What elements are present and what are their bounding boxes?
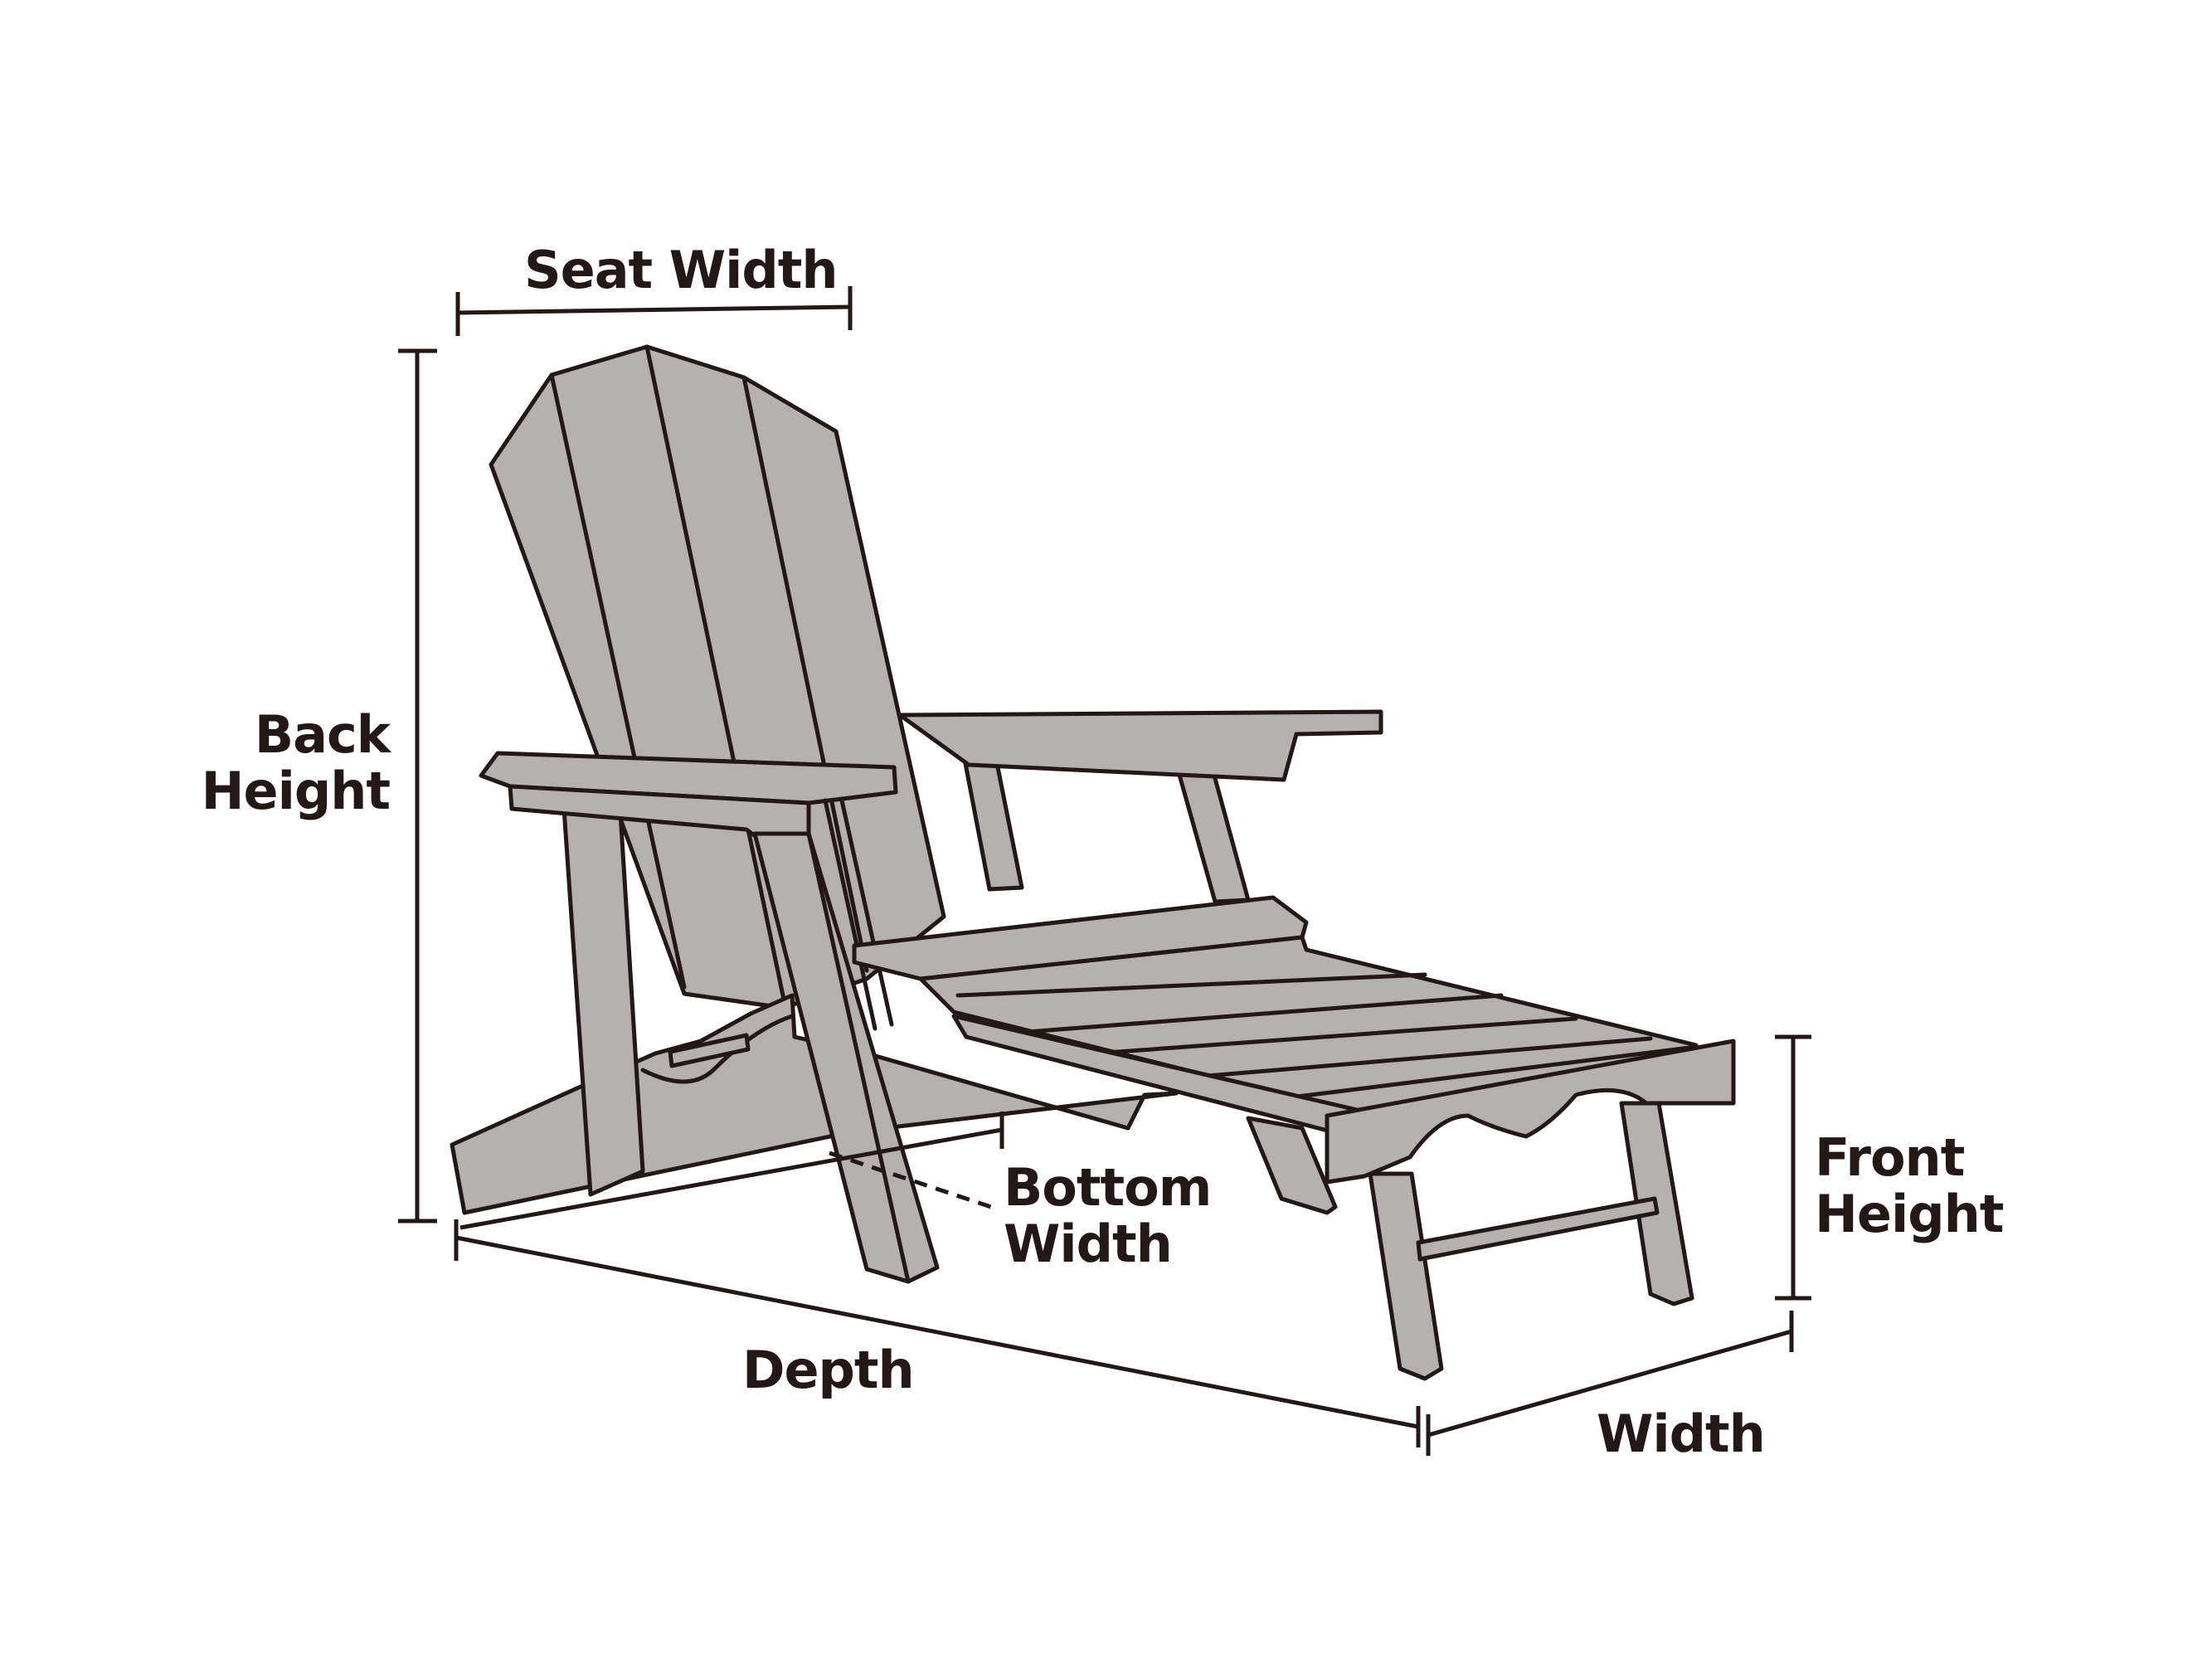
bottom-width-line-1: Bottom bbox=[1004, 1157, 1212, 1218]
footrest-slat-line-2 bbox=[1014, 993, 1504, 1035]
bottom-width-leader bbox=[829, 1151, 992, 1209]
footrest-slat-line-3 bbox=[1092, 1016, 1578, 1056]
far-armrest bbox=[897, 709, 1383, 782]
bottom-width-dimension bbox=[459, 1112, 1004, 1230]
width-text: Width bbox=[1597, 1404, 1766, 1464]
width-label: Width bbox=[1597, 1404, 1766, 1464]
front-height-dimension bbox=[1775, 1034, 1811, 1301]
depth-dimension bbox=[454, 1219, 1421, 1447]
near-armrest-group bbox=[479, 751, 898, 844]
backrest-front-edge-b bbox=[839, 798, 894, 1027]
backrest-front-edge-a bbox=[823, 798, 878, 1031]
width-dimension bbox=[1426, 1311, 1794, 1456]
back-height-dimension bbox=[398, 348, 437, 1224]
rear-leg-edge bbox=[806, 831, 911, 1284]
footrest-near-leg bbox=[1368, 1171, 1444, 1381]
depth-text: Depth bbox=[742, 1340, 915, 1400]
back-height-line-2: Height bbox=[201, 761, 391, 821]
back-height-line-1: Back bbox=[254, 704, 391, 765]
footrest-slat-line-4 bbox=[1175, 1036, 1653, 1081]
backrest-slat-line-2 bbox=[644, 344, 786, 1002]
backrest-slat-line-3 bbox=[741, 375, 869, 973]
backrest-slat-line-1 bbox=[549, 372, 687, 990]
front-height-line-1: Front bbox=[1815, 1127, 1965, 1188]
front-height-label: Front Height bbox=[1815, 1127, 2004, 1244]
seat-width-dimension bbox=[455, 286, 853, 336]
footrest-slat-line-5 bbox=[1275, 1044, 1699, 1102]
depth-label: Depth bbox=[742, 1340, 915, 1400]
back-height-label: Back Height bbox=[191, 704, 391, 821]
bottom-width-label: Bottom Width bbox=[1004, 1157, 1212, 1274]
footrest-rear-leg-left bbox=[1246, 1116, 1338, 1215]
front-height-line-2: Height bbox=[1815, 1184, 2004, 1244]
far-frame bbox=[897, 709, 1383, 904]
footrest-crossbar bbox=[1416, 1196, 1660, 1262]
seat-and-footrest bbox=[852, 895, 1703, 1137]
far-front-leg bbox=[961, 752, 1024, 892]
runner-support-block bbox=[668, 1033, 751, 1068]
runner-cutout bbox=[640, 1014, 795, 1084]
footrest-slat-line-1 bbox=[955, 972, 1427, 998]
far-armrest-support bbox=[1174, 761, 1251, 904]
footrest-apron bbox=[1325, 1039, 1736, 1185]
rear-leg bbox=[752, 831, 940, 1284]
seat-width-text: Seat Width bbox=[524, 240, 839, 300]
seat-width-label: Seat Width bbox=[524, 240, 839, 300]
bottom-width-line-2: Width bbox=[1004, 1214, 1173, 1274]
backrest bbox=[489, 344, 946, 1010]
